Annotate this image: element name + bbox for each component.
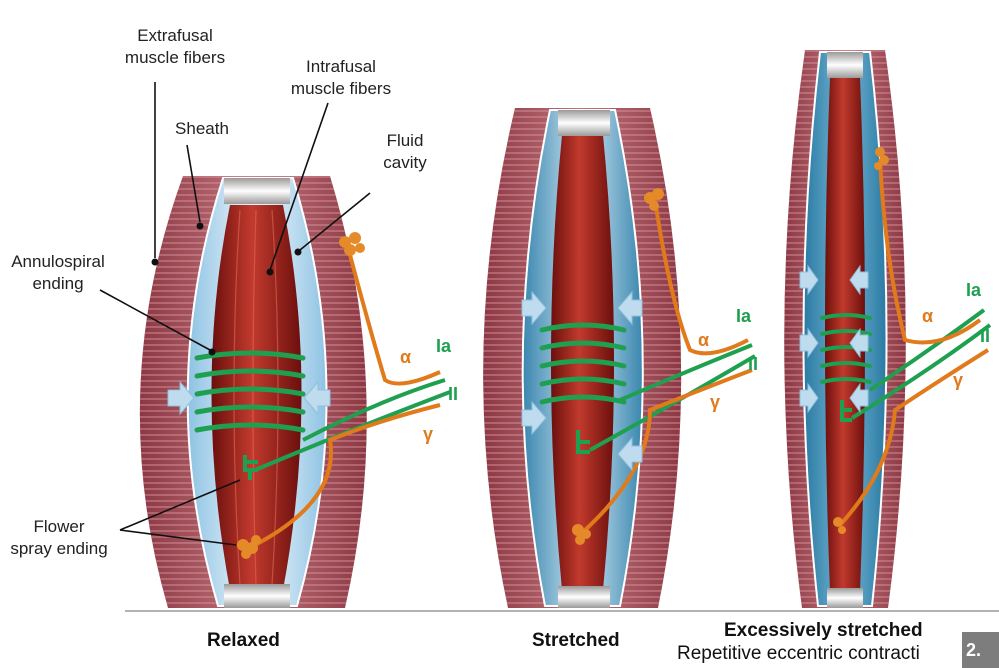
label-sheath: Sheath	[175, 119, 229, 138]
caption-excessive-sub: Repetitive eccentric contracti	[677, 643, 920, 664]
label-annulospiral: Annulospiral ending	[11, 252, 105, 293]
intrafusal-fibers	[211, 205, 302, 590]
nerve-label-alpha: α	[400, 347, 412, 367]
nerve-label-ii: II	[748, 354, 759, 374]
annulospiral-ending	[194, 350, 306, 433]
nerve-alpha	[348, 254, 441, 386]
label-intrafusal: Intrafusal muscle fibers	[290, 57, 392, 98]
nerve-label-ii: II	[980, 326, 991, 346]
caption-excessive: Excessively stretched	[724, 620, 923, 641]
page-number-badge: 2.	[962, 632, 999, 668]
nerve-gamma	[254, 403, 441, 547]
nerve-label-gamma: γ	[710, 392, 721, 412]
caption-stretched: Stretched	[532, 630, 620, 651]
nerve-label-ia: Ia	[966, 280, 982, 300]
label-fluid-cavity: Fluid cavity	[383, 131, 427, 172]
stretched-spindle	[483, 108, 757, 608]
nerve-label-ia: Ia	[736, 306, 752, 326]
alpha-motor-end	[339, 232, 365, 256]
relaxed-spindle	[139, 176, 451, 608]
nerve-label-alpha: α	[922, 306, 934, 326]
nerve-ia	[302, 378, 446, 442]
leader-dots	[151, 222, 302, 356]
bottom-cap	[224, 584, 290, 608]
excessive-spindle	[784, 50, 992, 608]
caption-relaxed: Relaxed	[207, 630, 280, 651]
gamma-motor-end	[237, 535, 261, 559]
nerve-label-ii: II	[448, 384, 459, 404]
nerve-label-gamma: γ	[423, 424, 434, 444]
flower-spray-ending	[243, 455, 258, 480]
compress-arrow-right	[303, 380, 331, 416]
nerve-label-alpha: α	[698, 330, 710, 350]
top-cap	[224, 178, 290, 204]
label-extrafusal: Extrafusal muscle fibers	[124, 26, 226, 67]
nerve-label-gamma: γ	[953, 370, 964, 390]
compress-arrow-left	[167, 380, 195, 416]
nerve-label-ia: Ia	[436, 336, 452, 356]
label-flower-spray: Flower spray ending	[10, 517, 108, 558]
leader-lines	[99, 82, 371, 546]
